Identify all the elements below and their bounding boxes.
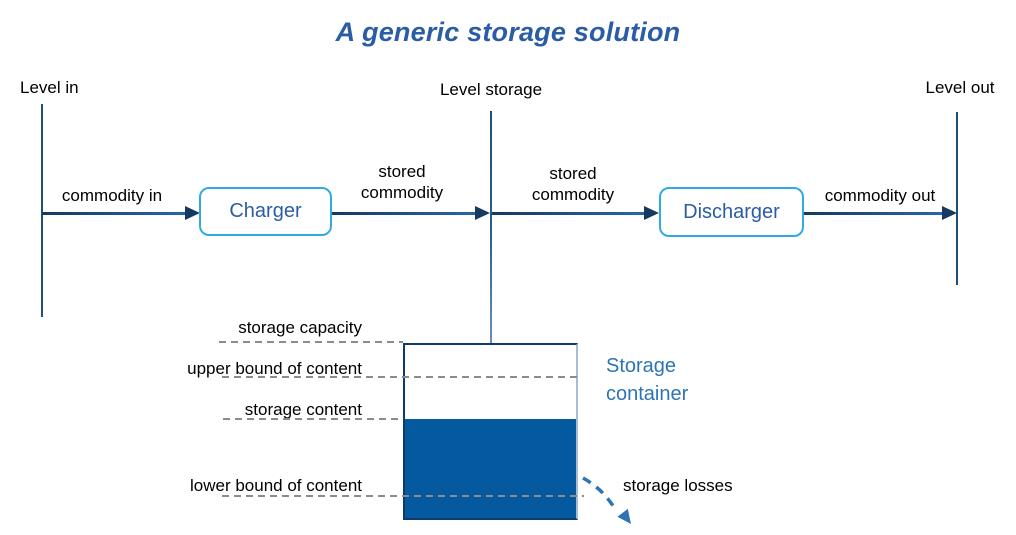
lower-bound-label: lower bound of content (189, 476, 362, 495)
storage-content-label: storage content (244, 400, 362, 419)
level-out-label: Level out (925, 78, 995, 97)
storage-content-dash-line (223, 418, 403, 420)
stored-commodity-right-arrow-line (492, 212, 644, 215)
storage-losses-label: storage losses (623, 476, 733, 495)
storage-content-fill (405, 419, 576, 518)
storage-losses-arrow (582, 476, 631, 524)
stored-commodity-left-label: stored commodity (360, 162, 444, 202)
commodity-out-arrow-line (804, 212, 942, 215)
storage-container-label: Storage container (606, 355, 689, 405)
stored-commodity-right-label: stored commodity (531, 164, 615, 204)
stored-commodity-left-arrowhead-icon (475, 206, 490, 220)
discharger-node: Discharger (659, 187, 804, 237)
commodity-out-label: commodity out (824, 186, 936, 205)
level-in-line (41, 104, 43, 317)
stored-commodity-left-arrow-line (332, 212, 475, 215)
stored-commodity-right-arrowhead-icon (644, 206, 659, 220)
charger-node: Charger (199, 187, 332, 236)
storage-capacity-label: storage capacity (238, 318, 362, 337)
storage-losses-arrow-path (582, 476, 617, 510)
discharger-node-label: Discharger (683, 200, 780, 223)
commodity-in-arrow-line (42, 212, 185, 215)
level-storage-line (490, 111, 492, 419)
storage-container (403, 343, 578, 520)
level-storage-label: Level storage (439, 80, 543, 99)
commodity-in-arrowhead-icon (185, 206, 200, 220)
upper-bound-dash-line (222, 376, 578, 378)
charger-node-label: Charger (229, 200, 302, 222)
commodity-in-label: commodity in (61, 186, 163, 205)
storage-capacity-dash-line (219, 341, 403, 343)
level-in-label: Level in (20, 78, 79, 97)
upper-bound-label: upper bound of content (187, 359, 362, 378)
level-out-line (956, 112, 958, 285)
lower-bound-dash-line (222, 495, 584, 497)
storage-losses-arrowhead-icon (617, 508, 631, 524)
commodity-out-arrowhead-icon (942, 206, 957, 220)
diagram-title: A generic storage solution (335, 17, 681, 47)
